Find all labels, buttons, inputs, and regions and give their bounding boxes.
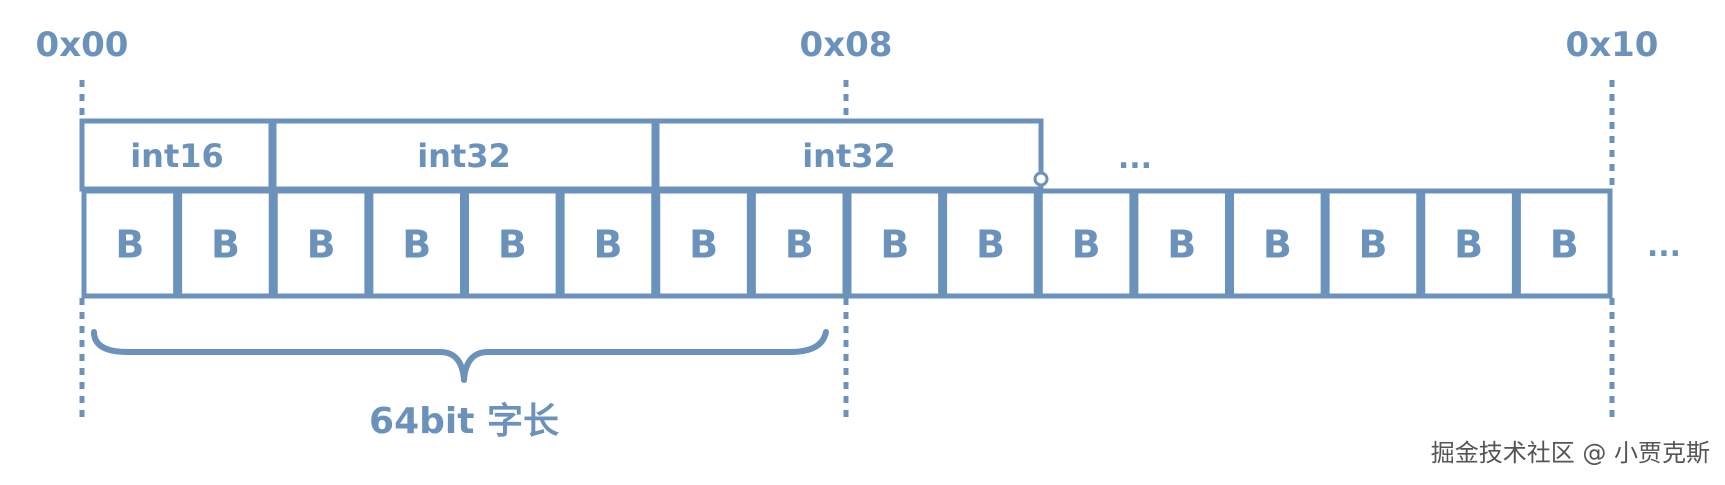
byte-label-9: B xyxy=(976,223,1005,267)
field-label-int16: int16 xyxy=(130,137,224,175)
byte-label-1: B xyxy=(211,223,240,267)
byte-box-13 xyxy=(1324,188,1422,299)
byte-box-10 xyxy=(1037,188,1135,299)
byte-label-0: B xyxy=(115,223,144,267)
byte-box-4 xyxy=(464,188,561,299)
watermark: 掘金技术社区 @ 小贾克斯 xyxy=(1431,439,1710,467)
byte-label-8: B xyxy=(880,223,909,267)
byte-box-1 xyxy=(177,188,274,299)
word-size-label: 64bit 字长 xyxy=(369,401,559,442)
byte-label-12: B xyxy=(1263,223,1292,267)
byte-box-6 xyxy=(655,188,752,299)
byte-box-0 xyxy=(81,188,179,299)
byte-box-15 xyxy=(1515,188,1613,299)
byte-box-12 xyxy=(1229,188,1326,299)
byte-label-15: B xyxy=(1550,223,1579,267)
field-box-int32-first xyxy=(271,118,657,192)
byte-box-2 xyxy=(272,188,370,299)
address-0x10: 0x10 xyxy=(1566,25,1659,65)
word-size-brace xyxy=(91,329,829,383)
byte-label-2: B xyxy=(307,223,336,267)
field-row-ellipsis: ... xyxy=(1118,141,1152,176)
byte-box-14 xyxy=(1420,188,1517,299)
fields-row: int16 int32 int32 xyxy=(79,118,1044,192)
field-box-int32-second xyxy=(654,118,1044,192)
byte-box-5 xyxy=(559,188,657,299)
byte-label-13: B xyxy=(1358,223,1387,267)
byte-label-10: B xyxy=(1072,223,1101,267)
byte-label-5: B xyxy=(593,223,622,267)
byte-label-14: B xyxy=(1454,223,1483,267)
field-label-int32-first: int32 xyxy=(417,137,511,175)
address-0x00: 0x00 xyxy=(36,25,129,65)
address-0x08: 0x08 xyxy=(800,25,893,65)
byte-box-11 xyxy=(1133,188,1230,299)
byte-label-6: B xyxy=(689,223,718,267)
byte-label-3: B xyxy=(402,223,431,267)
byte-box-9 xyxy=(942,188,1039,299)
byte-label-11: B xyxy=(1167,223,1196,267)
cursor-dot xyxy=(1033,171,1049,187)
byte-box-8 xyxy=(846,188,944,299)
byte-box-7 xyxy=(750,188,848,299)
byte-box-3 xyxy=(368,188,465,299)
byte-row-ellipsis: ... xyxy=(1647,229,1681,264)
field-label-int32-second: int32 xyxy=(802,137,896,175)
byte-label-4: B xyxy=(498,223,527,267)
byte-label-7: B xyxy=(785,223,814,267)
